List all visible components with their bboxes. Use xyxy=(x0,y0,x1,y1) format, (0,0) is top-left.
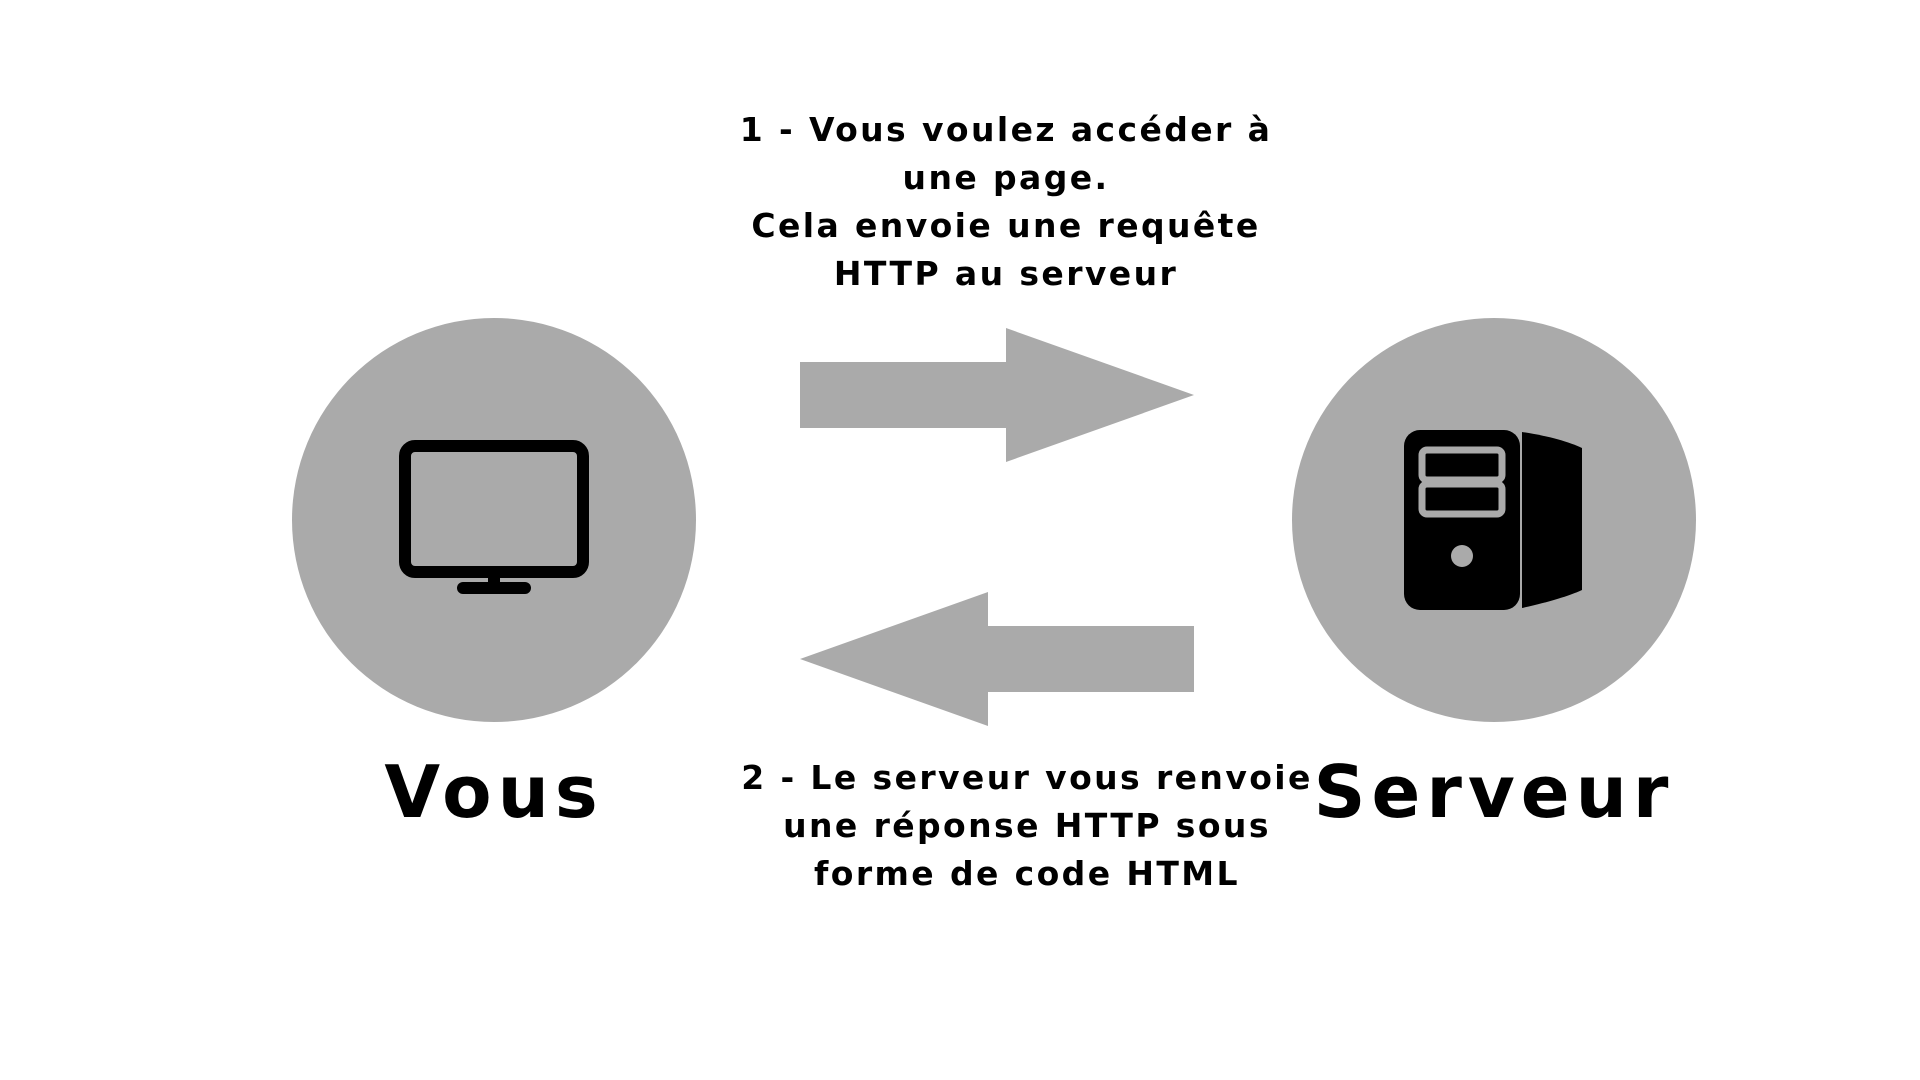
step-2-line: forme de code HTML xyxy=(814,854,1240,893)
server-node xyxy=(1292,318,1696,722)
server-tower-icon xyxy=(1404,430,1582,610)
client-node xyxy=(292,318,696,722)
step-1-line: Cela envoie une requête xyxy=(751,206,1261,245)
step-2-text: 2 - Le serveur vous renvoie une réponse … xyxy=(727,754,1327,898)
step-1-line: une page. xyxy=(902,158,1110,197)
step-1-line: HTTP au serveur xyxy=(833,254,1179,293)
response-arrow xyxy=(800,592,1194,726)
response-arrow-shape xyxy=(800,592,1194,726)
step-2-line: 2 - Le serveur vous renvoie xyxy=(741,758,1313,797)
request-arrow-shape xyxy=(800,328,1194,462)
step-2-line: une réponse HTTP sous xyxy=(783,806,1271,845)
step-1-line: 1 - Vous voulez accéder à xyxy=(739,110,1273,149)
request-arrow xyxy=(800,328,1194,462)
step-1-text: 1 - Vous voulez accéder à une page. Cela… xyxy=(706,106,1306,298)
client-label: Vous xyxy=(384,750,604,834)
server-label: Serveur xyxy=(1313,750,1675,834)
monitor-icon xyxy=(399,440,589,594)
